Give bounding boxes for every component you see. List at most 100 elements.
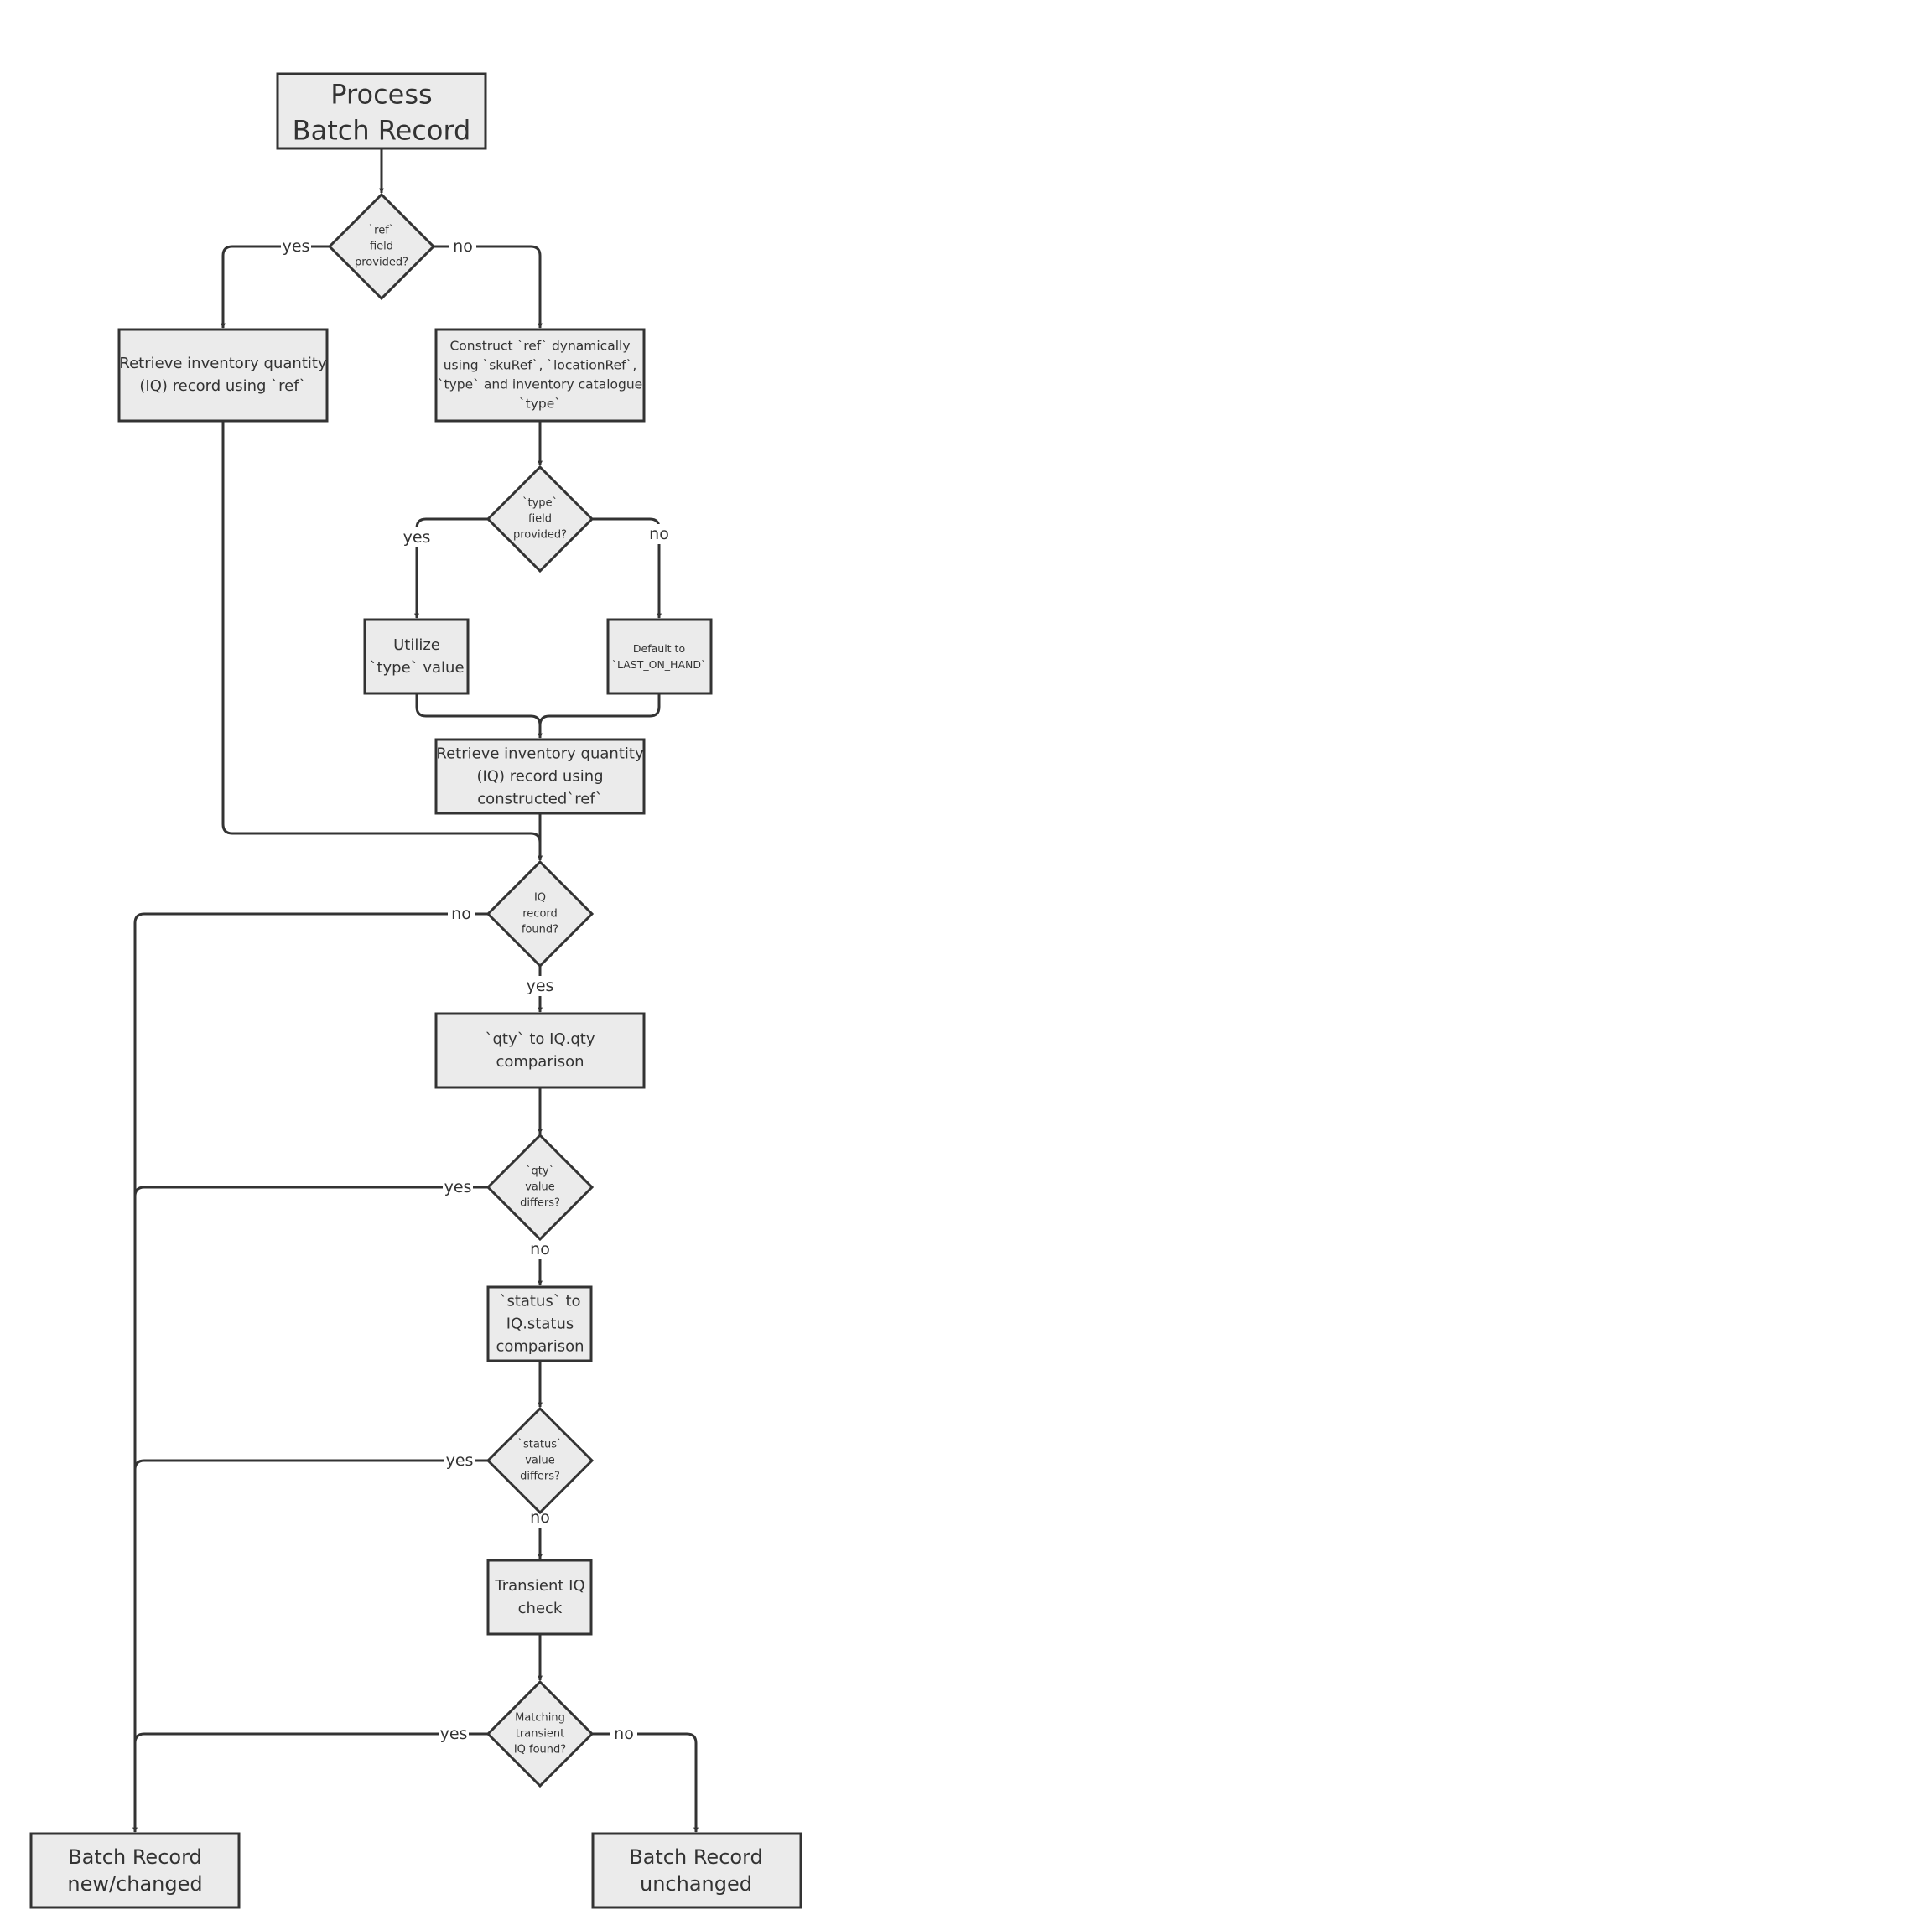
node-text-line: Utilize — [393, 636, 440, 654]
edge-label-found-yes: yes — [527, 977, 554, 995]
retrieve-ref-node: Retrieve inventory quantity (IQ) record u… — [117, 328, 329, 423]
node-text-line: (IQ) record using `ref` — [139, 377, 306, 395]
node-text-line: check — [518, 1600, 563, 1617]
node-text-line: Default to — [633, 642, 685, 655]
qty-comparison-text: `qty` to IQ.qty comparison — [486, 1030, 595, 1071]
status-comparison-text: `status` to IQ.status comparison — [496, 1293, 584, 1356]
default-last-on-hand-text: Default to `LAST_ON_HAND` — [612, 642, 707, 671]
status-comparison-node: `status` to IQ.status comparison — [486, 1285, 593, 1362]
node-text-line: `qty` — [526, 1165, 554, 1178]
construct-ref-node: Construct `ref` dynamically using `skuRef… — [434, 328, 646, 423]
default-last-on-hand-node: Default to `LAST_ON_HAND` — [606, 618, 713, 695]
edge-label-qty-no: no — [530, 1240, 550, 1258]
type-field-provided-text: `type` field provided? — [513, 497, 567, 542]
node-text-line: Retrieve inventory quantity — [436, 745, 644, 763]
transient-iq-check-node: Transient IQ check — [486, 1559, 593, 1636]
node-text-line: comparison — [496, 1338, 584, 1356]
node-text-line: value — [525, 1181, 555, 1194]
node-text-line: `type` and inventory catalogue — [438, 377, 642, 392]
edge-label-ref-yes: yes — [283, 237, 310, 256]
batch-record-new-changed-node: Batch Record new/changed — [29, 1832, 241, 1909]
retrieve-constructed-text: Retrieve inventory quantity (IQ) record u… — [436, 745, 644, 808]
edge-label-transient-no: no — [614, 1725, 634, 1743]
edge-label-status-yes: yes — [446, 1451, 474, 1470]
qty-comparison-node: `qty` to IQ.qty comparison — [434, 1012, 646, 1089]
node-text-line: `ref` — [369, 225, 395, 237]
matching-transient-decision: Matching transient IQ found? — [486, 1679, 595, 1788]
edge-transient-yes — [133, 1732, 488, 1754]
node-text-line: field — [528, 513, 552, 526]
node-text-line: Batch Record — [68, 1845, 202, 1869]
edge-ref-yes — [221, 245, 330, 329]
node-text-line: comparison — [496, 1053, 584, 1071]
matching-transient-text: Matching transient IQ found? — [514, 1712, 566, 1757]
node-text-line: field — [370, 241, 393, 253]
node-text-line: `LAST_ON_HAND` — [612, 658, 707, 671]
node-text-line: Matching — [515, 1712, 565, 1725]
edges — [132, 149, 699, 1833]
node-text-line: new/changed — [67, 1872, 202, 1896]
edge-label-ref-no: no — [453, 237, 473, 256]
utilize-type-text: Utilize `type` value — [369, 636, 464, 677]
node-text-line: Construct `ref` dynamically — [449, 339, 630, 354]
node-text-line: Retrieve inventory quantity — [119, 355, 327, 372]
batch-record-unchanged-text: Batch Record unchanged — [629, 1845, 763, 1896]
utilize-type-node: Utilize `type` value — [363, 618, 470, 695]
ref-field-provided-text: `ref` field provided? — [355, 225, 408, 269]
node-text-line: `type` — [522, 497, 558, 510]
node-text-line: provided? — [355, 257, 408, 269]
node-text-line: record — [522, 908, 558, 921]
construct-ref-text: Construct `ref` dynamically using `skuRef… — [438, 339, 642, 412]
node-text-line: `status` — [518, 1439, 563, 1451]
edge-label-type-no: no — [649, 525, 669, 543]
node-text-line: Transient IQ — [494, 1577, 584, 1595]
edge-status-yes — [133, 1459, 488, 1481]
node-text-line: `status` to — [499, 1293, 580, 1310]
edge-found-no — [132, 912, 488, 1833]
edge-utilize-to-retrieve — [415, 693, 543, 739]
node-text-line: unchanged — [640, 1872, 752, 1896]
edge-labels: yes no yes no no yes yes no yes no yes n… — [281, 236, 673, 1744]
status-differs-decision: `status` value differs? — [486, 1406, 595, 1515]
node-text-line: constructed`ref` — [477, 791, 602, 808]
retrieve-constructed-node: Retrieve inventory quantity (IQ) record u… — [434, 738, 646, 815]
edge-default-to-retrieve — [538, 693, 661, 738]
node-text-line: IQ found? — [514, 1744, 566, 1757]
batch-record-new-changed-text: Batch Record new/changed — [67, 1845, 202, 1896]
edge-label-qty-yes: yes — [444, 1178, 472, 1196]
node-text-line: found? — [522, 924, 558, 937]
type-field-provided-decision: `type` field provided? — [486, 464, 595, 573]
edge-label-status-no: no — [530, 1508, 550, 1527]
node-text-line: value — [525, 1455, 555, 1467]
edge-label-transient-yes: yes — [440, 1725, 468, 1743]
node-text-line: `qty` to IQ.qty — [486, 1030, 595, 1048]
node-text-line: `type` — [519, 397, 561, 412]
edge-qty-yes — [133, 1186, 488, 1207]
status-differs-text: `status` value differs? — [518, 1439, 563, 1483]
node-text-line: IQ.status — [506, 1315, 574, 1333]
edge-label-type-yes: yes — [403, 528, 431, 547]
ref-field-provided-decision: `ref` field provided? — [327, 192, 436, 301]
node-text-line: provided? — [513, 529, 567, 542]
transient-iq-check-text: Transient IQ check — [494, 1577, 584, 1617]
node-text-line: using `skuRef`, `locationRef`, — [444, 358, 637, 373]
node-text-line: Batch Record — [629, 1845, 763, 1869]
edge-label-found-no: no — [451, 905, 471, 923]
node-text-line: Batch Record — [293, 115, 471, 147]
node-text-line: differs? — [520, 1471, 560, 1483]
node-text-line: `type` value — [369, 659, 464, 677]
node-text-line: (IQ) record using — [476, 768, 603, 786]
edge-transient-no — [592, 1732, 699, 1833]
retrieve-ref-text: Retrieve inventory quantity (IQ) record u… — [119, 355, 327, 395]
edge-retrieve-ref-to-found — [221, 421, 543, 861]
node-text-line: transient — [516, 1728, 564, 1741]
node-text-line: Process — [330, 79, 432, 111]
